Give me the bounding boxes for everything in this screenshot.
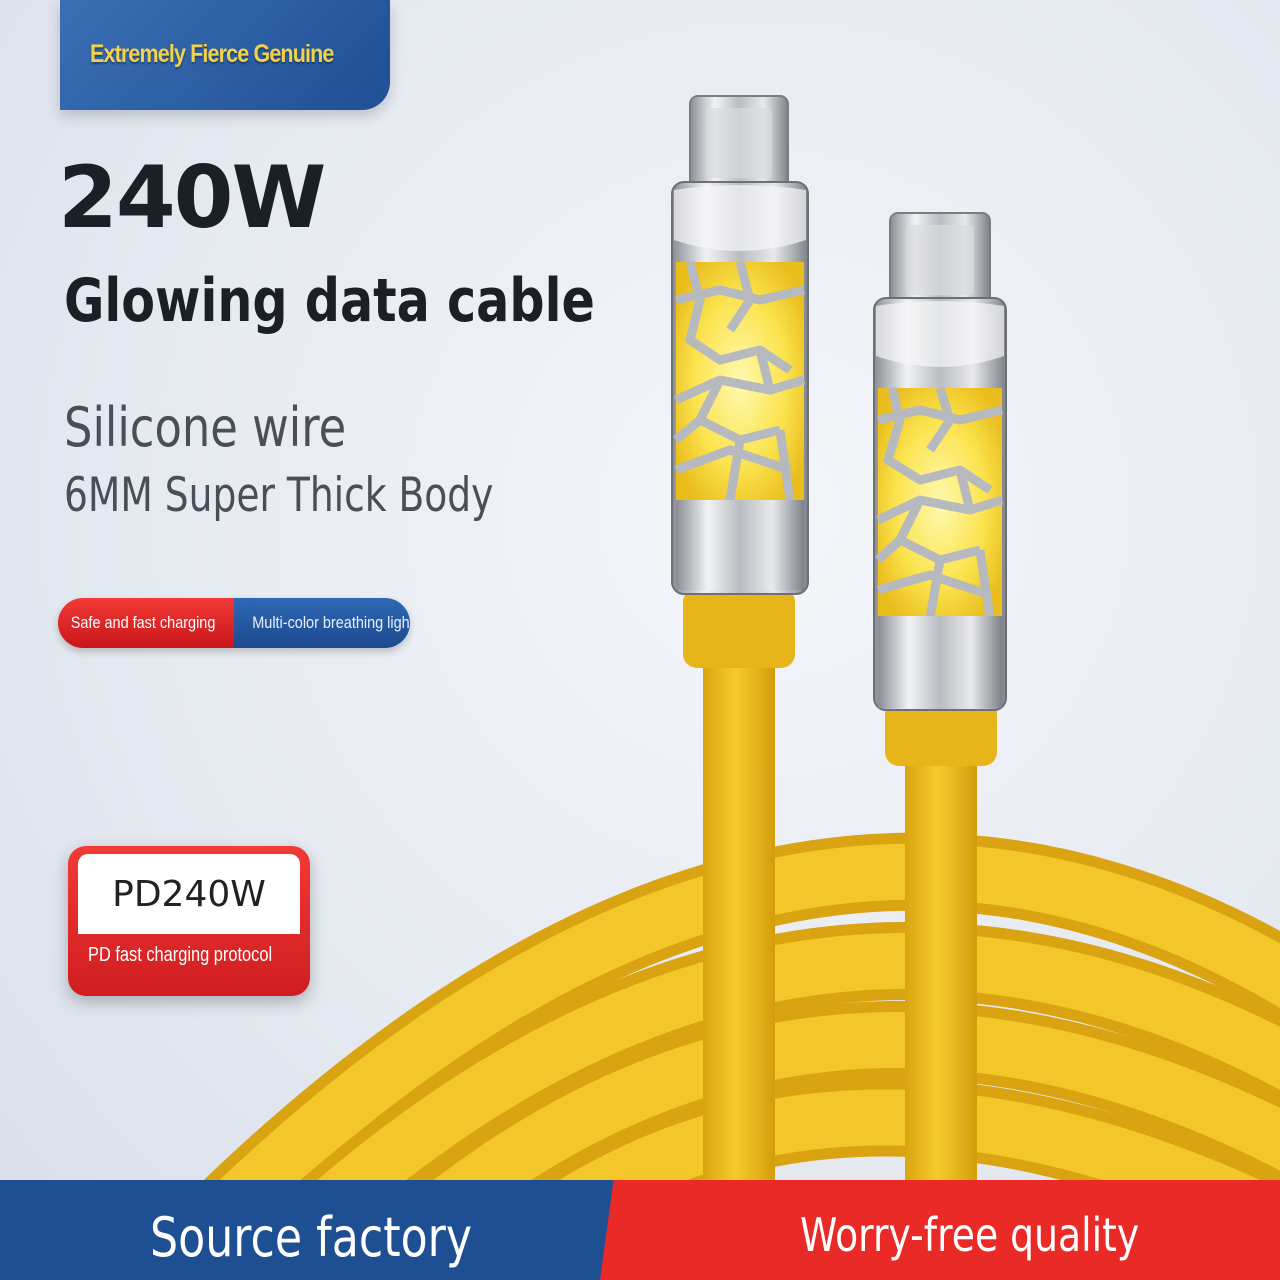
pd-badge-title: PD240W [112,873,266,915]
cable-right [905,720,977,1200]
feature-thickness: 6MM Super Thick Body [64,468,494,523]
pd-badge-title-box: PD240W [78,854,300,934]
pill-right-text: Multi-color breathing light [252,613,410,632]
bottom-banner-right: Worry-free quality [600,1180,1280,1280]
pd-badge-protocol: PD fast charging protocol [88,944,273,966]
bottom-right-text: Worry-free quality [800,1208,1140,1262]
cable-left [703,640,775,1200]
subtitle: Glowing data cable [64,266,595,336]
pd-badge: PD240W PD fast charging protocol [68,846,310,996]
headline: 240W [58,148,326,248]
bottom-banner-left: Source factory [0,1180,660,1280]
usb-c-connector-left [671,95,809,595]
feature-pill: Safe and fast charging Multi-color breat… [58,598,410,648]
bottom-left-text: Source factory [150,1206,473,1269]
pill-left-text: Safe and fast charging [70,613,216,632]
feature-silicone: Silicone wire [64,396,347,459]
pill-left: Safe and fast charging [58,598,235,648]
usb-c-connector-right [873,212,1007,711]
top-tag: Extremely Fierce Genuine [60,0,390,110]
top-tag-text: Extremely Fierce Genuine [90,40,334,68]
pill-right: Multi-color breathing light [234,598,410,648]
